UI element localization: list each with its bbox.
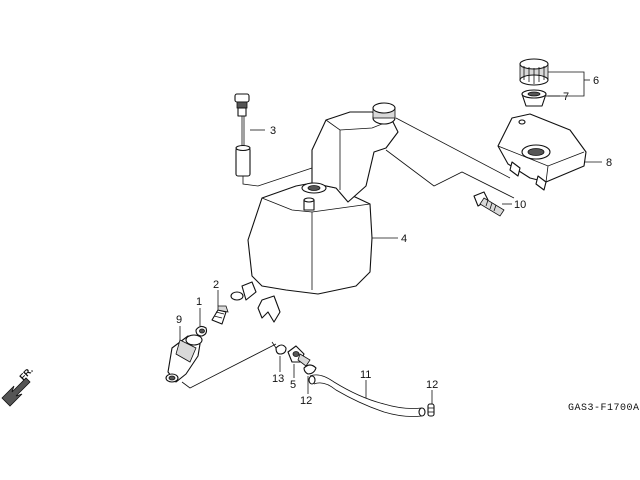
holder-bracket xyxy=(497,113,587,191)
callout-6: 6 xyxy=(593,75,599,87)
callout-5: 5 xyxy=(290,379,296,391)
hose-clip-12a xyxy=(303,364,317,375)
callout-12-left: 12 xyxy=(300,395,312,407)
hose-clip-12b xyxy=(427,403,435,417)
cap-seal xyxy=(521,89,547,107)
joint-fitting xyxy=(211,305,229,325)
callout-10: 10 xyxy=(514,199,526,211)
callout-13: 13 xyxy=(272,373,284,385)
drawing-code: GAS3-F1700A xyxy=(568,403,640,414)
callout-labels: 1 2 3 4 5 6 7 8 9 10 11 12 12 13 xyxy=(176,75,612,407)
callout-2: 2 xyxy=(213,279,219,291)
elbow-joint xyxy=(165,334,203,383)
reservoir-tank xyxy=(230,102,399,323)
callout-11: 11 xyxy=(360,369,371,381)
joint-5 xyxy=(287,345,311,367)
callout-7: 7 xyxy=(563,91,569,103)
callout-9: 9 xyxy=(176,314,182,326)
bolt xyxy=(473,191,505,217)
forward-label: FR. xyxy=(18,365,35,382)
hose-clip-1 xyxy=(195,325,208,337)
callout-4: 4 xyxy=(401,233,407,245)
leader-lines xyxy=(179,71,602,404)
callout-3: 3 xyxy=(270,125,276,137)
reservoir-cap xyxy=(519,58,549,86)
level-gauge xyxy=(234,93,251,177)
forward-arrow: FR. xyxy=(1,365,35,407)
callout-8: 8 xyxy=(606,157,612,169)
callout-1: 1 xyxy=(196,296,202,308)
callout-12-right: 12 xyxy=(426,379,438,391)
hose-clip-13 xyxy=(271,341,287,355)
hose xyxy=(308,374,426,417)
